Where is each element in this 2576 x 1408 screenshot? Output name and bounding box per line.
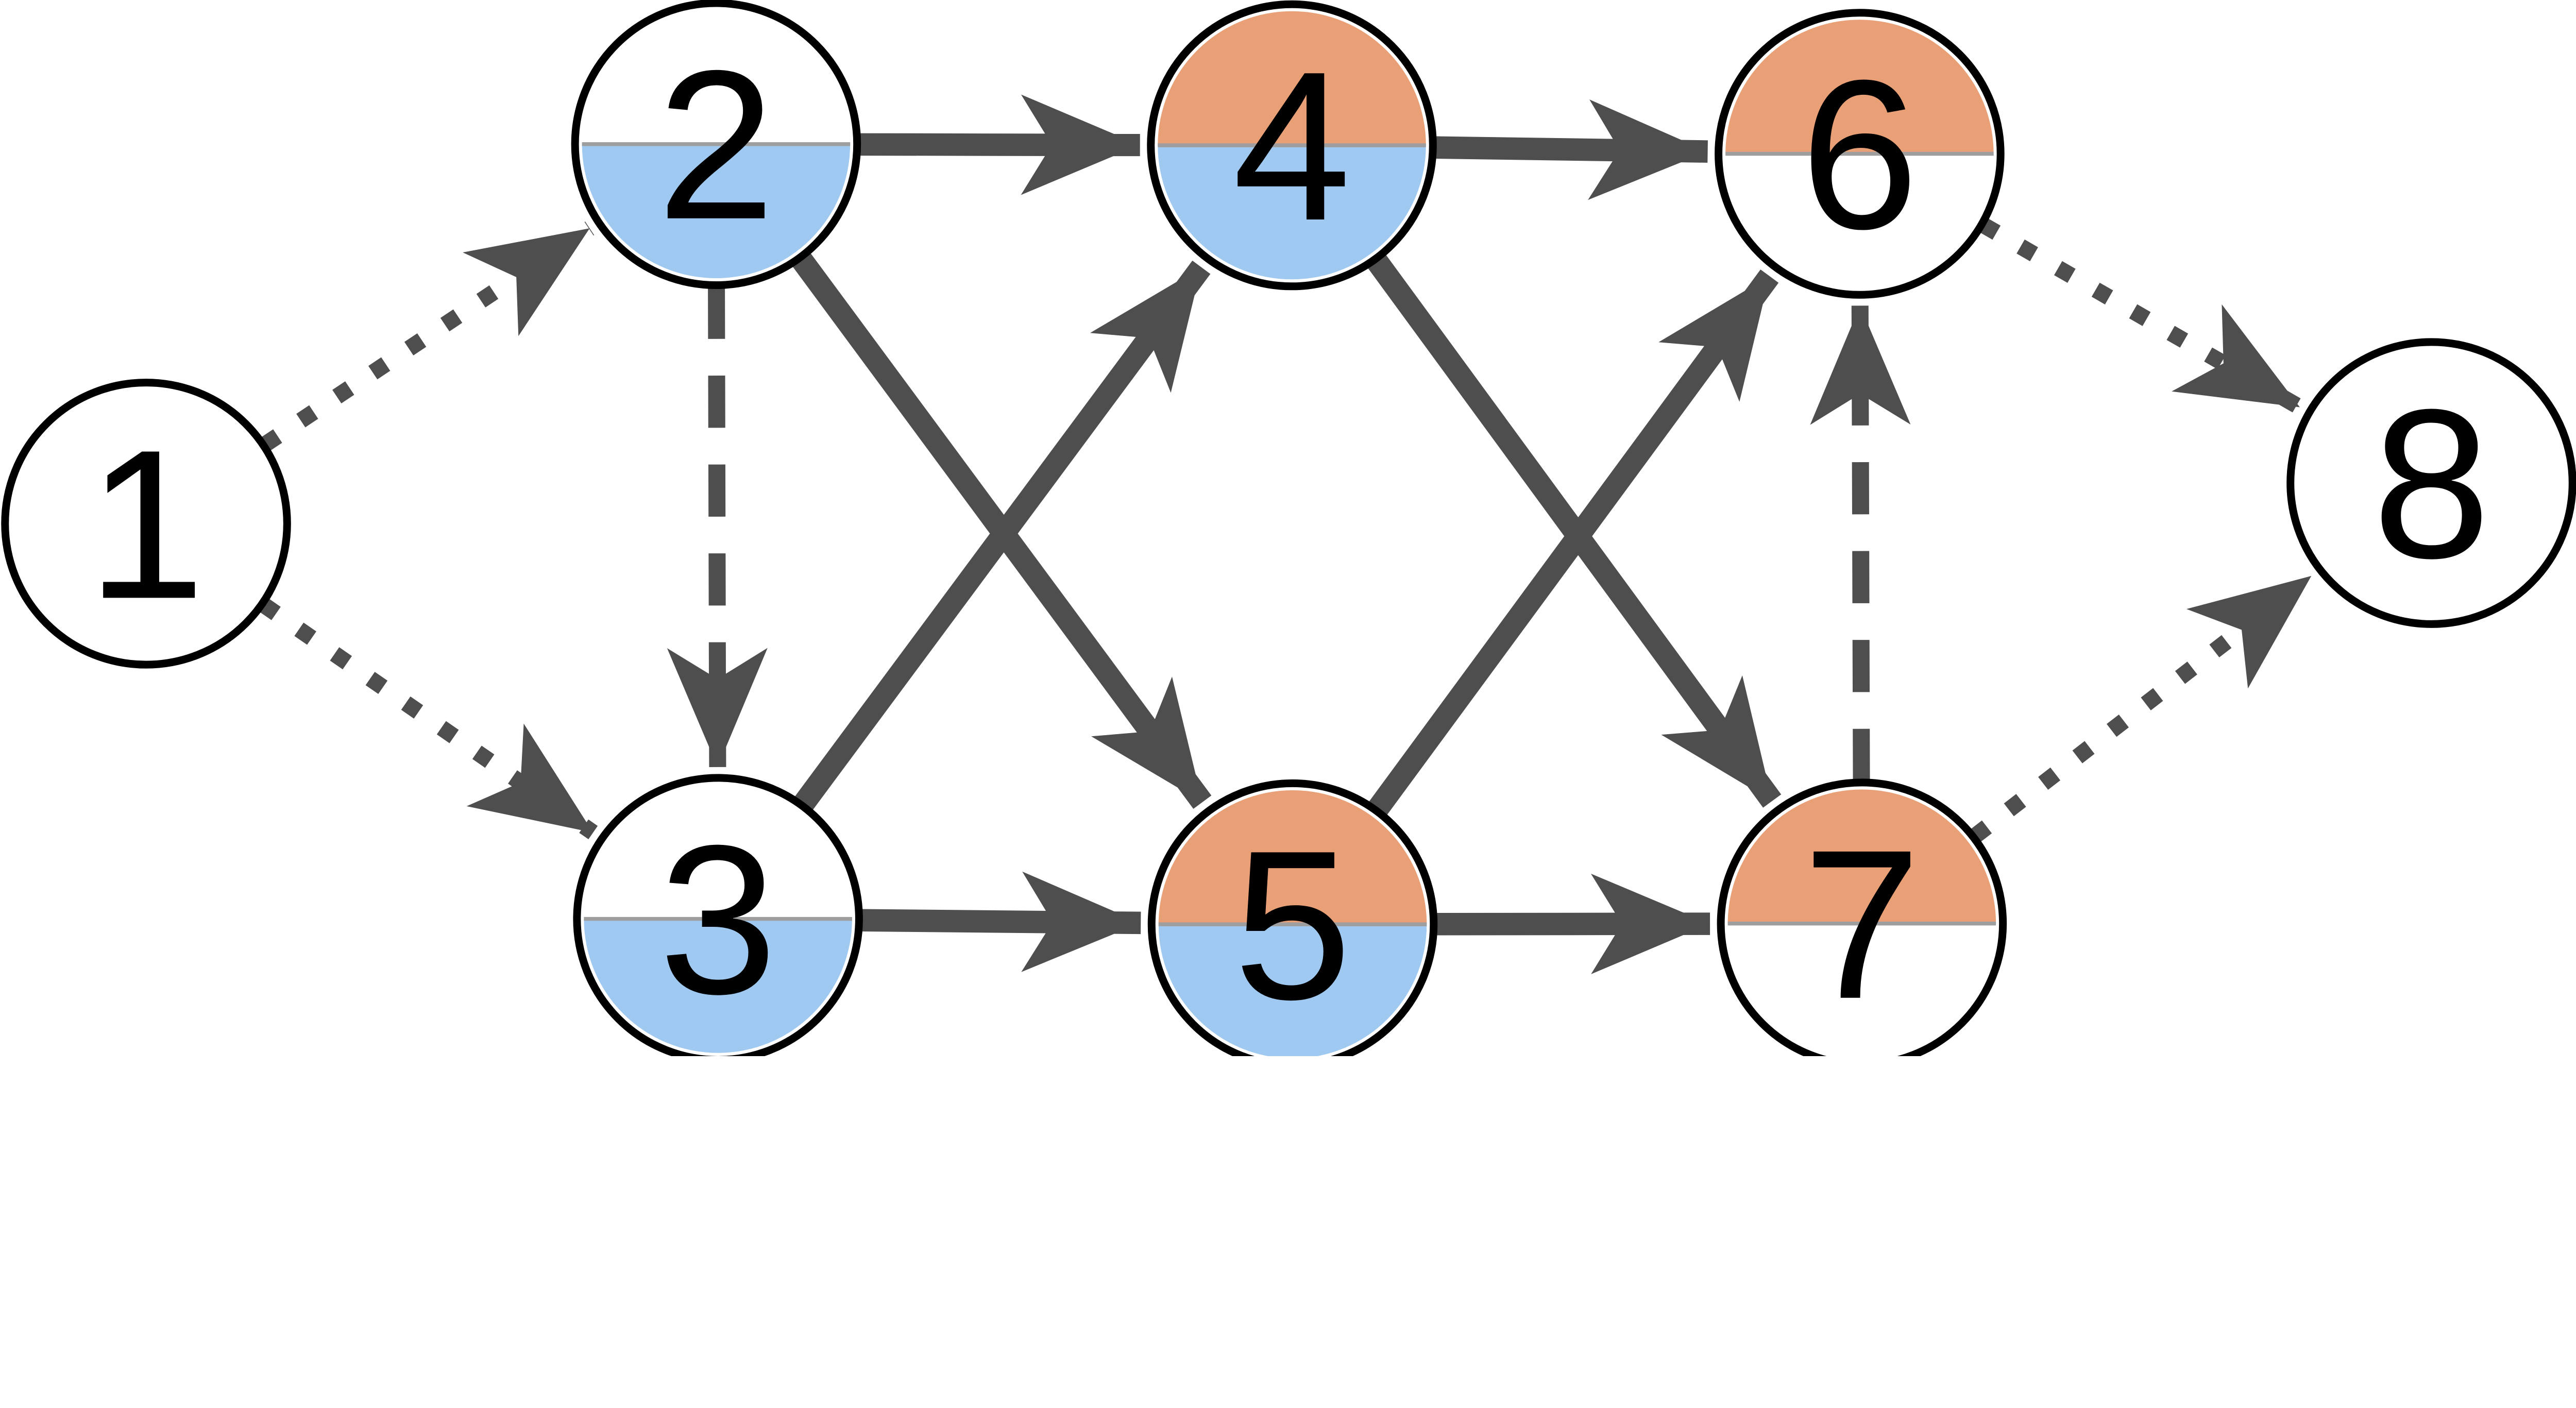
edges-layer <box>259 94 2316 974</box>
node-8: 8 <box>2286 338 2576 628</box>
node-5-label: 5 <box>1233 807 1351 1044</box>
node-7: 7 <box>1717 778 2007 1056</box>
node-4-label: 4 <box>1233 28 1351 265</box>
node-6-top-half-fill <box>1725 20 1994 154</box>
node-1-label: 1 <box>87 406 205 643</box>
node-5-top-half-fill <box>1158 790 1427 925</box>
node-7-outline <box>1717 778 2007 1056</box>
edge-7-to-6-dashed-arrow <box>1810 306 1911 781</box>
node-3-bottom-half-fill <box>584 919 852 1053</box>
node-6-outline <box>1715 9 2005 299</box>
node-5-bottom-half-fill <box>1158 924 1427 1056</box>
edge-1-to-3-dotted-arrow <box>259 598 598 840</box>
node-8-label: 8 <box>2372 366 2490 603</box>
node-2-bottom-half-fill <box>582 144 851 279</box>
node-7-top-half-fill <box>1727 789 1996 924</box>
node-2: 2 <box>571 0 861 289</box>
edge-1-to-2-dotted-arrow <box>260 222 595 452</box>
node-5: 5 <box>1147 779 1438 1056</box>
node-8-body <box>2290 342 2573 624</box>
edge-2-to-4-solid-arrow <box>858 94 1140 195</box>
graph-diagram: 1 2 3 4 5 6 7 8 <box>1 0 2576 1056</box>
edge-6-to-8-dotted-arrow <box>1979 217 2304 415</box>
node-3-outline <box>573 774 863 1056</box>
node-6-label: 6 <box>1801 37 1919 274</box>
node-6: 6 <box>1715 9 2005 299</box>
node-4-bottom-half-fill <box>1158 145 1426 280</box>
nodes-layer: 1 2 3 4 5 6 7 8 <box>1 0 2576 1056</box>
node-7-label: 7 <box>1803 806 1921 1043</box>
node-1-body <box>5 382 287 665</box>
edge-3-to-5-solid-arrow <box>860 871 1141 972</box>
edge-2-to-3-dashed-arrow <box>667 286 768 767</box>
node-4: 4 <box>1147 0 1437 291</box>
edge-3-to-4-solid-arrow <box>794 260 1211 811</box>
edge-5-to-6-solid-arrow <box>1368 269 1779 817</box>
node-1: 1 <box>1 379 291 669</box>
edge-4-to-6-solid-arrow <box>1434 99 1708 200</box>
node-4-top-half-fill <box>1158 11 1426 146</box>
graph-canvas: 1 2 3 4 5 6 7 8 <box>1 0 2576 1056</box>
node-2-outline <box>571 0 861 289</box>
node-3-label: 3 <box>659 802 777 1039</box>
node-3: 3 <box>573 774 863 1056</box>
node-5-outline <box>1147 779 1438 1056</box>
edge-7-to-8-dotted-arrow <box>1970 569 2316 843</box>
node-2-label: 2 <box>657 27 775 264</box>
node-1-outline <box>1 379 291 669</box>
node-8-outline <box>2286 338 2576 628</box>
node-4-outline <box>1147 0 1437 291</box>
